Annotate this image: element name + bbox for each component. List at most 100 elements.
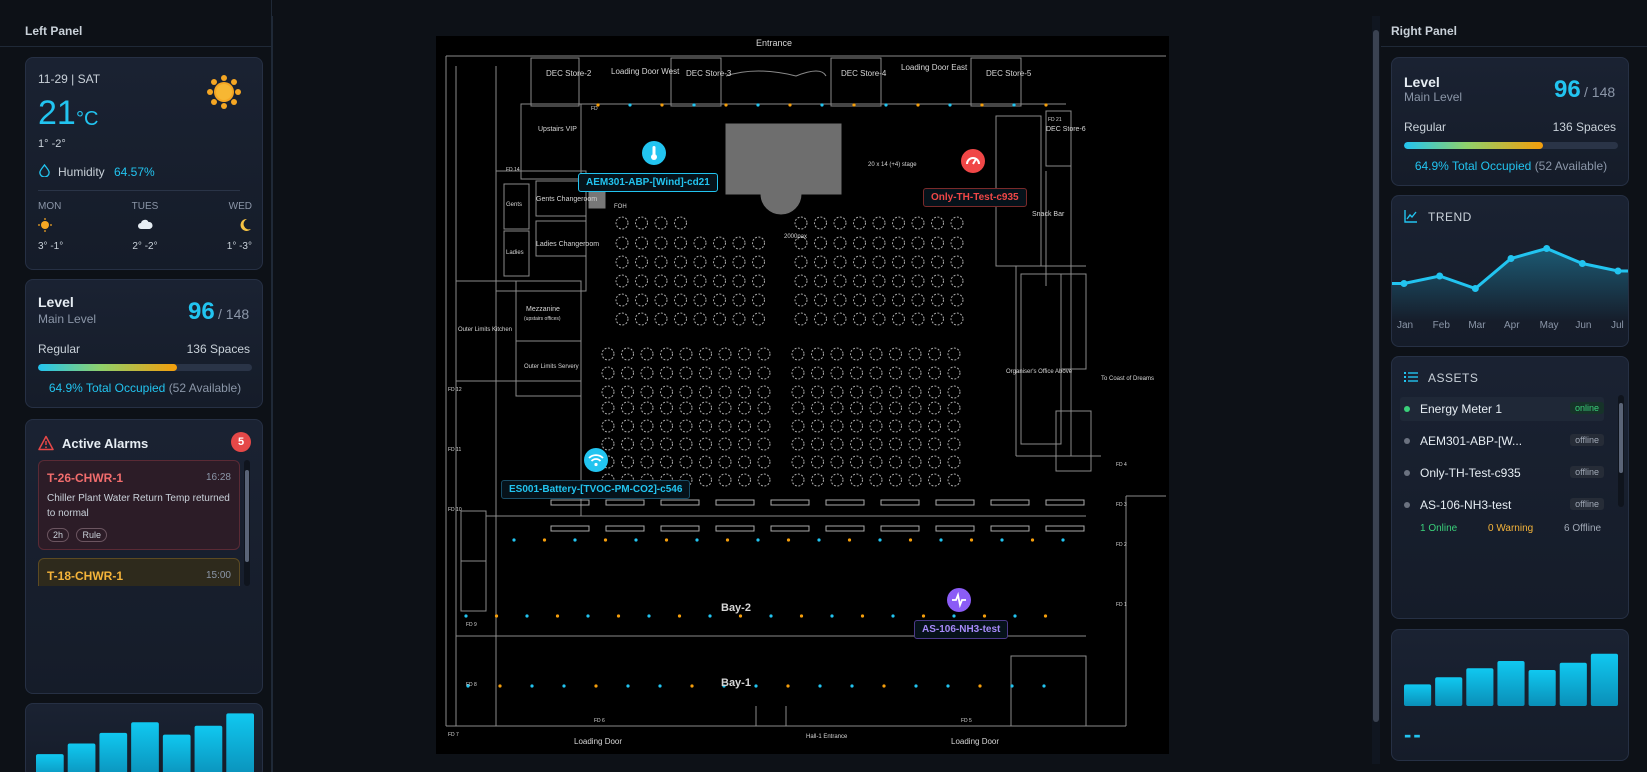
page-scrollbar[interactable] — [1372, 16, 1380, 764]
sensor-point — [982, 614, 987, 618]
seat-table — [830, 419, 844, 433]
alarm-scrollbar[interactable] — [244, 460, 250, 586]
asset-list[interactable]: Energy Meter 1 online AEM301-ABP-[W... o… — [1392, 395, 1617, 515]
available-text: (52 Available) — [1534, 159, 1608, 173]
left-panel-edge — [272, 16, 273, 772]
device-label[interactable]: AEM301-ABP-[Wind]-cd21 — [578, 173, 718, 192]
alarm-list[interactable]: T-26-CHWR-1 16:28 Chiller Plant Water Re… — [38, 460, 240, 586]
trend-month-label: Jun — [1575, 320, 1592, 331]
asset-row[interactable]: AEM301-ABP-[W... offline — [1400, 429, 1604, 453]
seat-table — [674, 293, 687, 307]
map-label-ladies-changeroom: Ladies Changeroom — [536, 241, 599, 248]
level-title: Level — [38, 294, 74, 310]
map-label-mezzanine: Mezzanine — [526, 306, 560, 313]
seat-table — [931, 255, 944, 269]
sensor-point — [978, 684, 982, 688]
sensor-point — [677, 614, 682, 618]
seat-table — [640, 437, 654, 451]
seat-table — [699, 347, 712, 361]
alarm-code: T-26-CHWR-1 — [47, 471, 124, 485]
weather-date: 11-29 | SAT — [38, 72, 101, 86]
asset-name: Only-TH-Test-c935 — [1420, 466, 1521, 480]
status-dot — [1404, 438, 1410, 444]
seat-table — [794, 274, 808, 288]
seat-table — [869, 419, 883, 433]
left-panel: Left Panel 11-29 | SAT 21 °C 1° -2° — [0, 0, 272, 772]
seat-table — [811, 419, 824, 433]
asset-row[interactable]: Energy Meter 1 online — [1400, 397, 1604, 421]
seat-table — [811, 437, 824, 451]
seat-table — [950, 255, 964, 269]
asset-summary-online: 1 Online — [1420, 523, 1458, 534]
seat-table — [814, 293, 827, 307]
seat-table — [892, 312, 905, 326]
floor-plan-map[interactable]: Entrance DEC Store-2 Loading Door West D… — [436, 36, 1169, 754]
sensor-point — [921, 614, 926, 618]
seat-table — [850, 366, 863, 380]
sensor-point — [884, 103, 888, 107]
sensor-point — [1000, 538, 1004, 542]
weather-card: 11-29 | SAT 21 °C 1° -2° Humidity 64.57% — [25, 57, 263, 270]
floor-plan-drawing: Entrance DEC Store-2 Loading Door West D… — [445, 38, 1166, 746]
device-label[interactable]: ES001-Battery-[TVOC-PM-CO2]-c546 — [501, 480, 691, 499]
level-total-count: / 148 — [218, 306, 250, 322]
seat-table — [615, 312, 629, 326]
seat-table — [833, 312, 847, 326]
map-label-ladies: Ladies — [506, 250, 524, 256]
seat-table — [931, 236, 944, 250]
gauge-icon[interactable] — [961, 149, 985, 173]
seat-table — [693, 312, 707, 326]
seat-table — [660, 347, 673, 361]
seat-table — [757, 455, 771, 469]
trend-month-label: Jul — [1611, 320, 1624, 331]
level-total-count: / 148 — [1584, 84, 1616, 100]
seat-table — [830, 385, 844, 399]
seat-table — [811, 347, 824, 361]
table — [605, 525, 645, 532]
seat-table — [850, 437, 863, 451]
seat-table — [738, 419, 751, 433]
level-spaces: 136 Spaces — [1552, 120, 1616, 134]
table — [825, 525, 865, 532]
page-scrollbar-thumb[interactable] — [1373, 30, 1379, 722]
alarm-scrollbar-thumb[interactable] — [245, 470, 249, 562]
asset-scrollbar[interactable] — [1618, 395, 1624, 507]
alarm-item[interactable]: T-18-CHWR-1 15:00 — [38, 558, 240, 586]
seat-table — [718, 401, 732, 415]
map-label-organisers-office: Organiser's Office Above — [1006, 369, 1073, 375]
map-label-fd-1: FD 1 — [1116, 602, 1127, 608]
wifi-icon[interactable] — [584, 448, 608, 472]
seat-table — [621, 347, 634, 361]
asset-row[interactable]: Only-TH-Test-c935 offline — [1400, 461, 1604, 485]
seat-table — [928, 419, 941, 433]
sensor-point — [1013, 614, 1017, 618]
seat-table — [872, 312, 886, 326]
seat-table — [853, 236, 866, 250]
alarm-time: 16:28 — [205, 472, 231, 483]
map-label-loading-door-1: Loading Door — [574, 737, 622, 746]
seat-table — [872, 236, 886, 250]
sensor-point — [616, 614, 621, 618]
trend-line-icon — [1404, 210, 1417, 223]
seat-table — [850, 473, 863, 487]
seat-table — [869, 473, 883, 487]
device-label[interactable]: Only-TH-Test-c935 — [923, 188, 1027, 207]
seat-table — [911, 312, 925, 326]
asset-row[interactable]: AS-106-NH3-test offline — [1400, 493, 1604, 515]
sensor-point — [555, 614, 560, 618]
trend-point — [1578, 260, 1586, 267]
seat-table — [947, 419, 961, 433]
alarm-item[interactable]: T-26-CHWR-1 16:28 Chiller Plant Water Re… — [38, 460, 240, 550]
sensor-point — [695, 538, 699, 542]
pulse-icon[interactable] — [947, 588, 971, 612]
map-label-fd-11: FD 11 — [448, 447, 461, 453]
seat-table — [947, 473, 961, 487]
seat-table — [872, 255, 886, 269]
map-label-fd-21: FD 21 — [1048, 117, 1062, 123]
seat-table — [830, 366, 844, 380]
seat-table — [615, 236, 629, 250]
device-label[interactable]: AS-106-NH3-test — [914, 620, 1009, 639]
asset-scrollbar-thumb[interactable] — [1619, 403, 1623, 473]
thermometer-icon[interactable] — [642, 141, 666, 165]
